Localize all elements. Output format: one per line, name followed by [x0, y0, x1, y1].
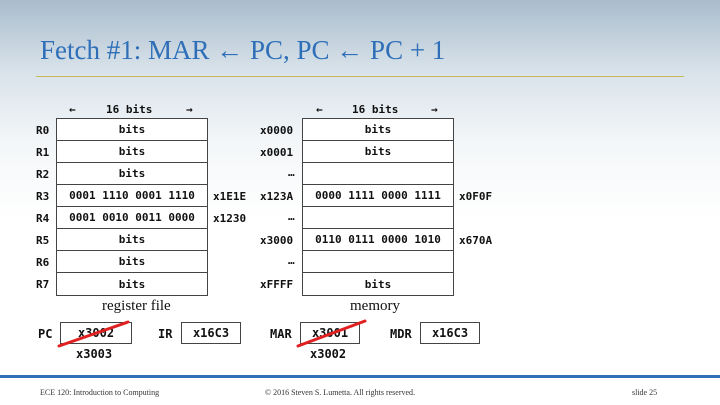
memory-address: x123A: [260, 190, 294, 203]
register-file-table: bits bits bits 0001 1110 0001 1110 0001 …: [56, 118, 208, 296]
memory-cell: 0000 1111 0000 1111: [303, 185, 453, 207]
register-cell: bits: [57, 163, 207, 185]
register-cell: bits: [57, 141, 207, 163]
memory-cell: 0110 0111 0000 1010: [303, 229, 453, 251]
register-hex-value: x1E1E: [213, 190, 247, 203]
reg-label: R7: [36, 278, 50, 291]
memory-arrow-right-icon: →: [431, 103, 438, 116]
register-cell: 0001 1110 0001 1110: [57, 185, 207, 207]
reg-label: R2: [36, 168, 50, 181]
regfile-width-label: 16 bits: [106, 103, 153, 116]
register-cell: bits: [57, 229, 207, 251]
slide-title: Fetch #1: MAR ← PC, PC ← PC + 1: [40, 35, 446, 65]
memory-cell: [303, 163, 453, 185]
ir-register-box: x16C3: [181, 322, 241, 344]
memory-caption: memory: [350, 298, 400, 314]
memory-address: x3000: [260, 234, 294, 247]
footer-copyright: © 2016 Steven S. Lumetta. All rights res…: [265, 388, 416, 397]
mar-register-box: x3001: [300, 322, 360, 344]
footer-band: [0, 375, 720, 378]
memory-cell: [303, 207, 453, 229]
pc-new-value: x3003: [76, 347, 113, 361]
mdr-label: MDR: [390, 327, 412, 341]
memory-width-label: 16 bits: [352, 103, 399, 116]
register-cell: bits: [118, 277, 146, 291]
register-hex-value: x1230: [213, 212, 247, 225]
memory-address: x0000: [260, 124, 294, 137]
memory-hex-value: x0F0F: [459, 190, 493, 203]
regfile-caption: register file: [102, 298, 171, 314]
pc-register-box: x3002: [60, 322, 132, 344]
memory-address: …: [288, 254, 295, 267]
footer-course: ECE 120: Introduction to Computing: [40, 388, 160, 397]
mar-new-value: x3002: [310, 347, 347, 361]
regfile-arrow-right-icon: →: [186, 103, 193, 116]
mdr-register-box: x16C3: [420, 322, 480, 344]
memory-address: xFFFF: [260, 278, 294, 291]
memory-address: …: [288, 166, 295, 179]
memory-cell: bits: [303, 141, 453, 163]
reg-label: R1: [36, 146, 50, 159]
reg-label: R5: [36, 234, 50, 247]
memory-hex-value: x670A: [459, 234, 493, 247]
mar-label: MAR: [270, 327, 292, 341]
memory-cell: bits: [303, 119, 453, 141]
register-cell: 0001 0010 0011 0000: [57, 207, 207, 229]
title-divider: [36, 76, 684, 77]
reg-label: R6: [36, 256, 50, 269]
memory-arrow-left-icon: ←: [316, 103, 323, 116]
memory-address: …: [288, 210, 295, 223]
pc-label: PC: [38, 327, 53, 341]
memory-address: x0001: [260, 146, 294, 159]
footer-slide-number: slide 25: [632, 388, 658, 397]
memory-cell: bits: [364, 277, 392, 291]
regfile-arrow-left-icon: ←: [69, 103, 76, 116]
register-cell: bits: [57, 251, 207, 273]
reg-label: R0: [36, 124, 50, 137]
memory-cell: [303, 251, 453, 273]
ir-label: IR: [158, 327, 173, 341]
memory-table: bits bits 0000 1111 0000 1111 0110 0111 …: [302, 118, 454, 296]
register-cell: bits: [57, 119, 207, 141]
reg-label: R4: [36, 212, 50, 225]
reg-label: R3: [36, 190, 50, 203]
